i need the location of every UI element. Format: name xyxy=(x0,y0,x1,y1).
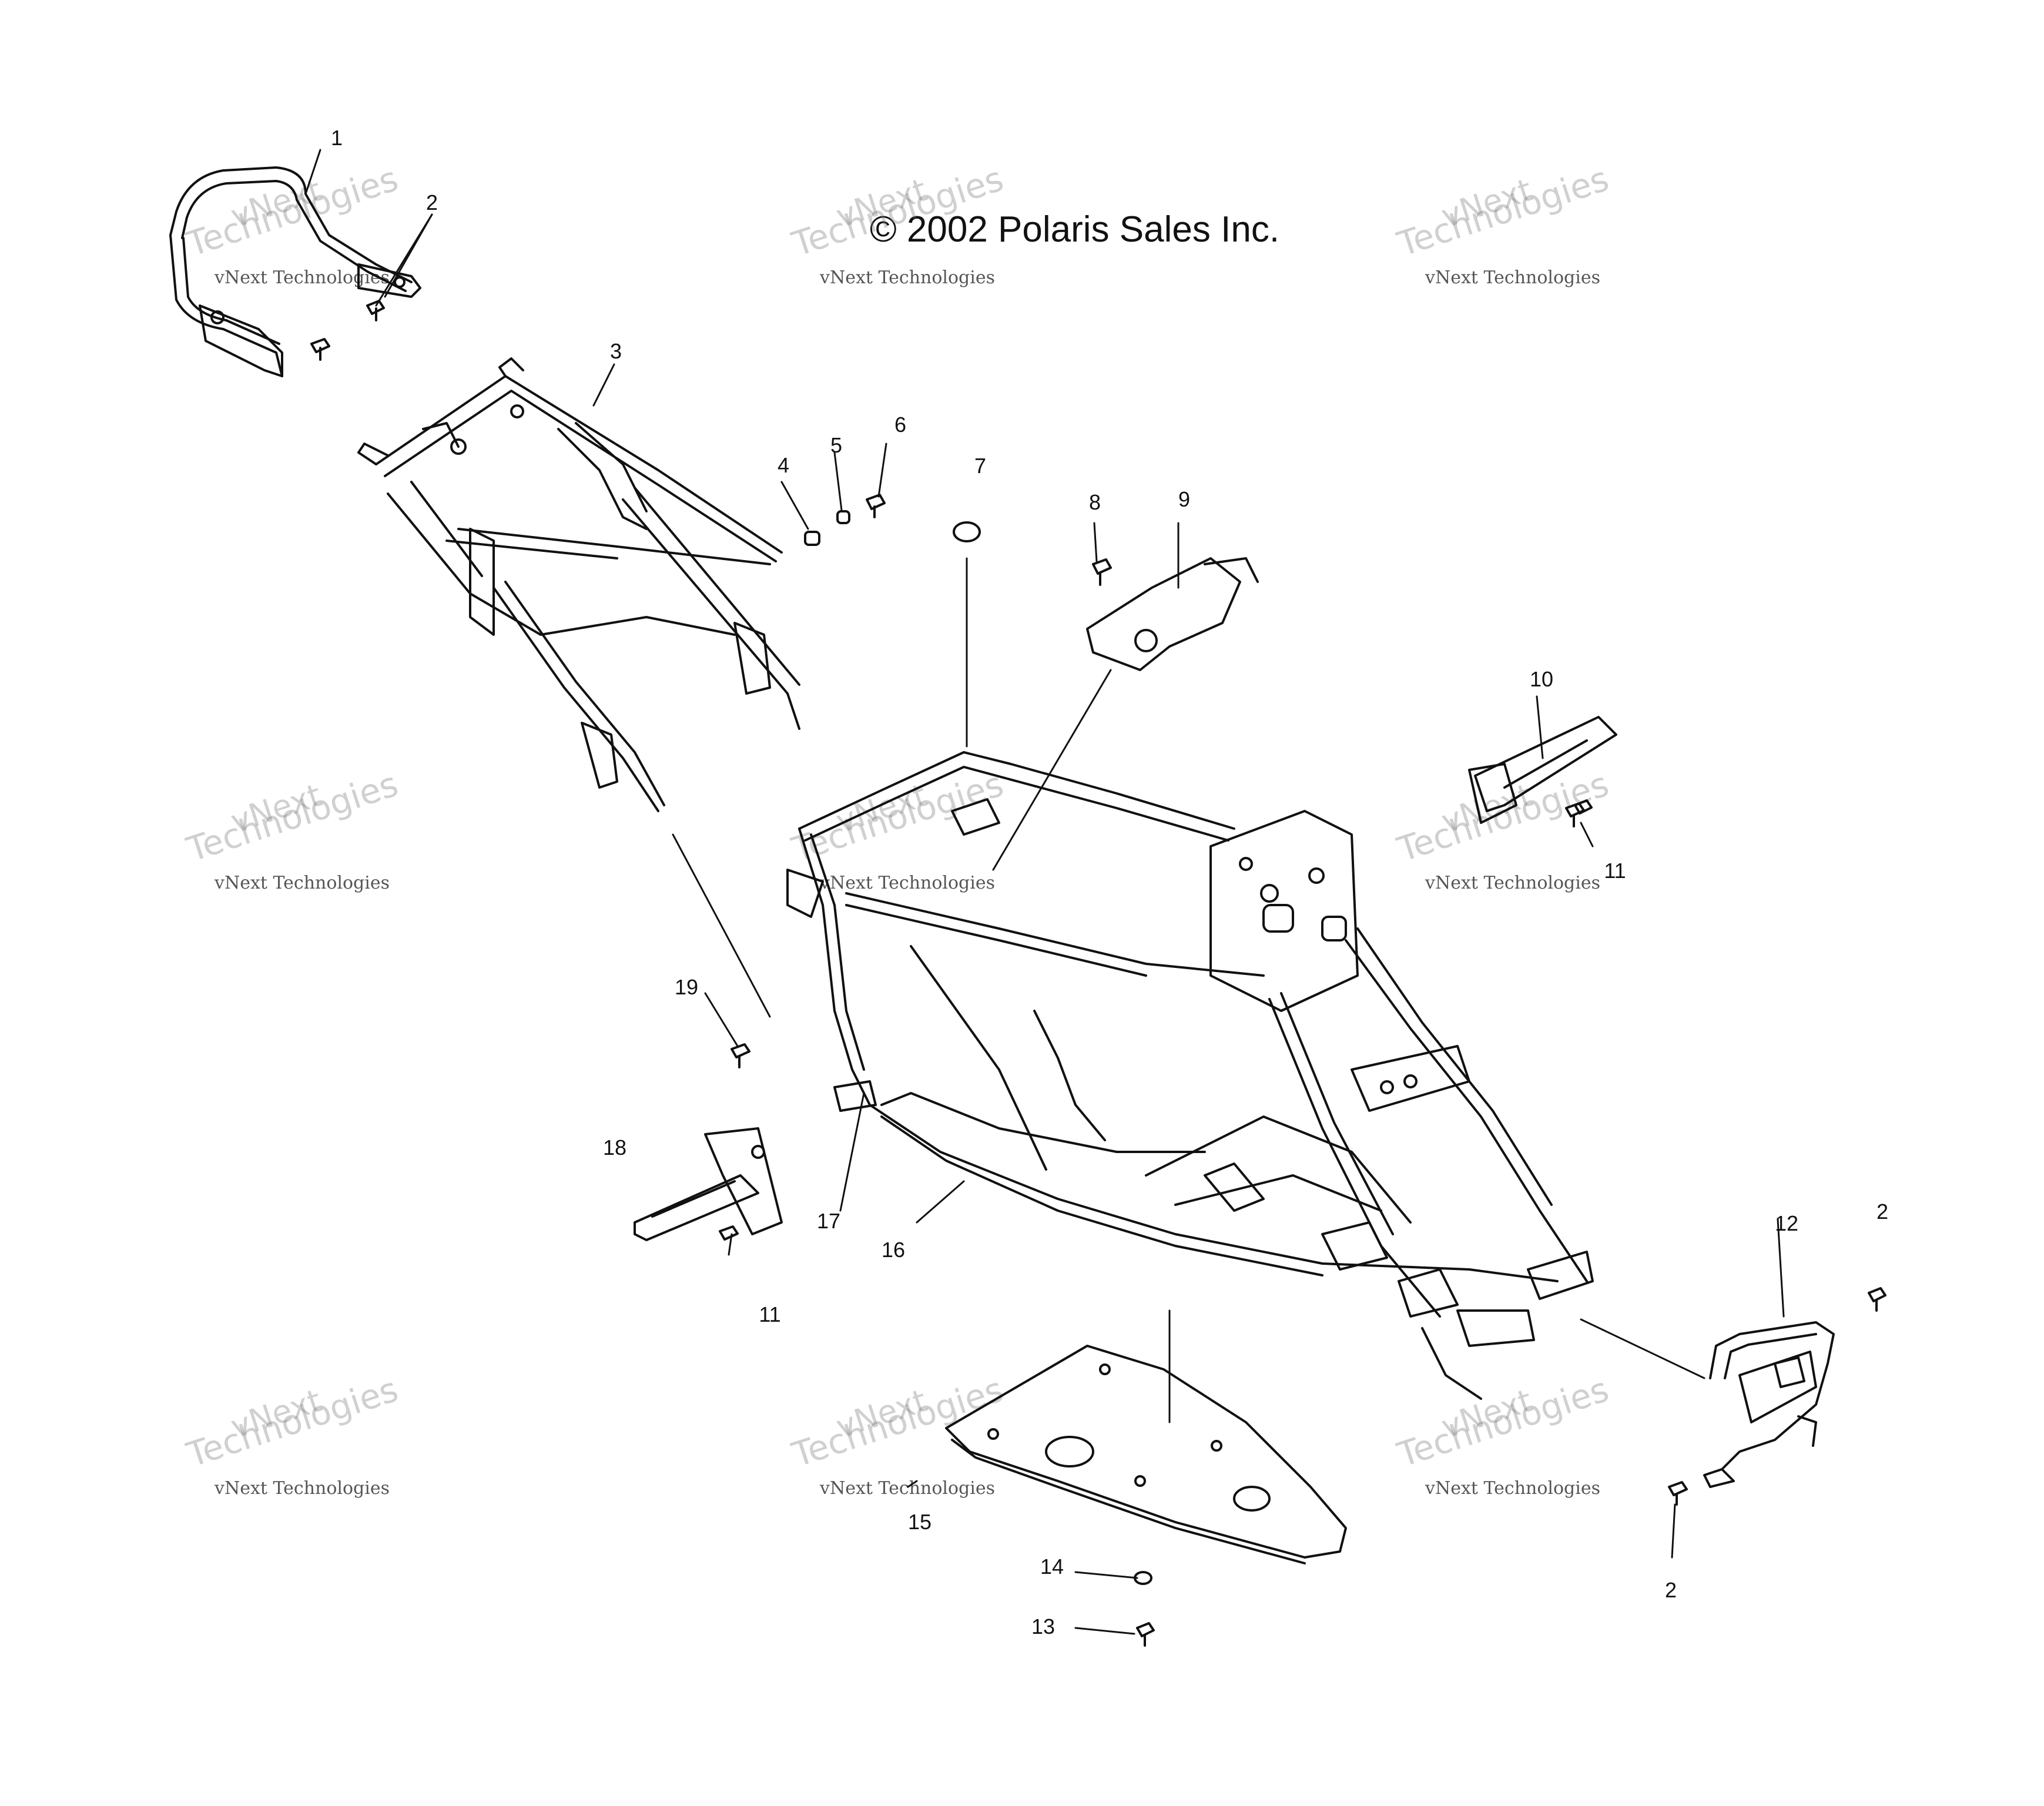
callout-label: 6 xyxy=(894,413,907,437)
bolt-part xyxy=(310,300,385,361)
footrest-part xyxy=(1468,716,1617,824)
main-frame-part xyxy=(786,751,1594,1400)
callout-label: 12 xyxy=(1774,1211,1799,1235)
callout-label: 2 xyxy=(1664,1578,1677,1602)
callout-label: 4 xyxy=(777,453,790,477)
copyright-notice: © 2002 Polaris Sales Inc. xyxy=(870,209,1280,250)
callout-label: 5 xyxy=(830,433,843,457)
callout-label: 17 xyxy=(816,1209,841,1233)
callout-label: 2 xyxy=(425,190,438,215)
callout-label: 13 xyxy=(1031,1614,1055,1639)
leader-lines xyxy=(304,149,1785,1635)
footrest-part xyxy=(634,1127,783,1241)
skid-plate-part xyxy=(945,1345,1347,1564)
callout-label: 19 xyxy=(674,975,699,999)
callout-label: 8 xyxy=(1088,490,1101,514)
bushing-part xyxy=(804,494,886,546)
callout-label: 18 xyxy=(602,1135,627,1160)
callout-label: 14 xyxy=(1040,1554,1064,1579)
bolt-part xyxy=(731,1043,750,1068)
callout-label: 9 xyxy=(1178,487,1191,511)
fastener-part xyxy=(1134,1571,1155,1647)
bracket-part xyxy=(992,557,1259,871)
front-bumper-part xyxy=(1703,1321,1835,1488)
callout-label: 3 xyxy=(609,339,622,363)
callout-label: 7 xyxy=(974,454,987,478)
callout-label: 2 xyxy=(1876,1199,1889,1224)
rear-subframe-part xyxy=(357,357,800,812)
bolt-part xyxy=(1668,1287,1886,1506)
callout-label: 11 xyxy=(1604,859,1626,883)
rear-bumper-part xyxy=(169,166,421,377)
bolt-part xyxy=(1565,802,1585,827)
callout-label: 16 xyxy=(881,1238,906,1262)
callout-label: 10 xyxy=(1529,667,1554,691)
callout-label: 11 xyxy=(759,1302,781,1326)
plug-part xyxy=(953,521,981,748)
callout-label: 15 xyxy=(907,1510,932,1534)
callout-label: 1 xyxy=(330,126,343,150)
